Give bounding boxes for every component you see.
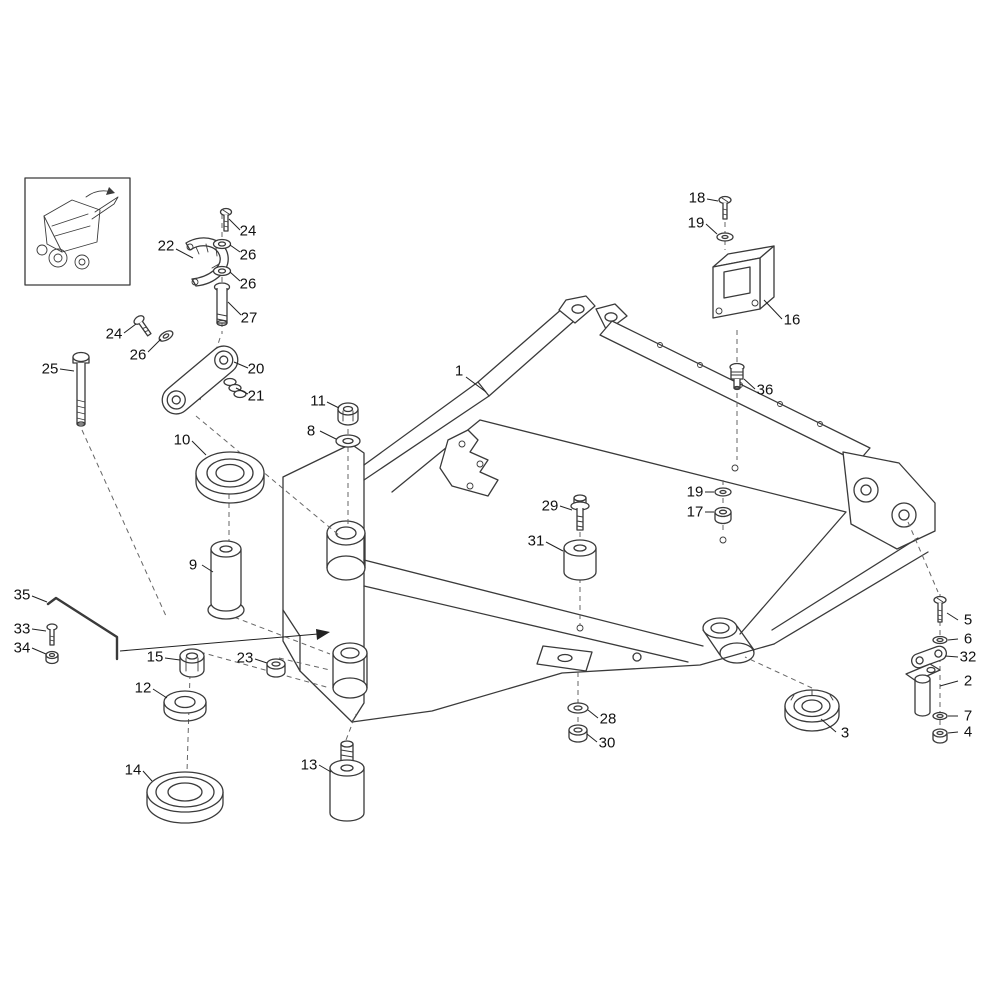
part-14-seal-ring: [146, 771, 224, 824]
leader-lines: [31, 198, 959, 782]
part-35-rod: [46, 596, 119, 661]
part-30-nut: [568, 724, 588, 743]
part-23-nut: [266, 658, 286, 678]
part-31-rubber-mount: [563, 539, 597, 581]
part-7-washer: [932, 711, 948, 721]
part-6-washer: [932, 635, 948, 645]
part-18-screw: [718, 195, 732, 220]
direction-arrow: [119, 629, 330, 652]
part-28-washer: [567, 702, 589, 714]
part-3-seal-ring: [784, 689, 840, 732]
part-29-bolt: [570, 494, 590, 531]
part-20-link-arm: [161, 345, 239, 415]
part-32-link-plate: [911, 645, 947, 669]
part-13-pivot-cylinder: [329, 740, 365, 822]
part-15-nut: [179, 648, 205, 678]
part-5-screw: [933, 595, 947, 623]
part-17-nut: [714, 506, 732, 525]
part-24-screw-top: [219, 207, 233, 232]
part-33-screw: [46, 623, 58, 646]
part-9-spacer-cylinder: [207, 540, 245, 620]
part-36-plug: [729, 362, 745, 391]
part-2-pin: [905, 663, 941, 717]
part-24-screw-left: [133, 315, 152, 337]
part-12-washer: [163, 690, 207, 722]
part-19-washer-lower: [714, 487, 732, 497]
part-21-bushing: [223, 377, 247, 399]
part-27-pin: [213, 282, 231, 327]
part-26-washer-a: [212, 238, 232, 250]
part-25-bolt: [72, 351, 90, 427]
part-10-seal-ring: [195, 451, 265, 504]
inset-machine-thumbnail: [24, 177, 131, 286]
part-8-washer: [335, 434, 361, 448]
part-26-washer-left: [158, 330, 174, 342]
part-16-bracket: [712, 245, 775, 319]
part-19-washer-top: [716, 232, 734, 242]
part-26-washer-b: [212, 265, 232, 277]
part-34-nut: [45, 650, 59, 665]
part-11-nut: [337, 402, 359, 426]
part-4-nut: [932, 728, 948, 744]
main-frame: [282, 295, 936, 723]
